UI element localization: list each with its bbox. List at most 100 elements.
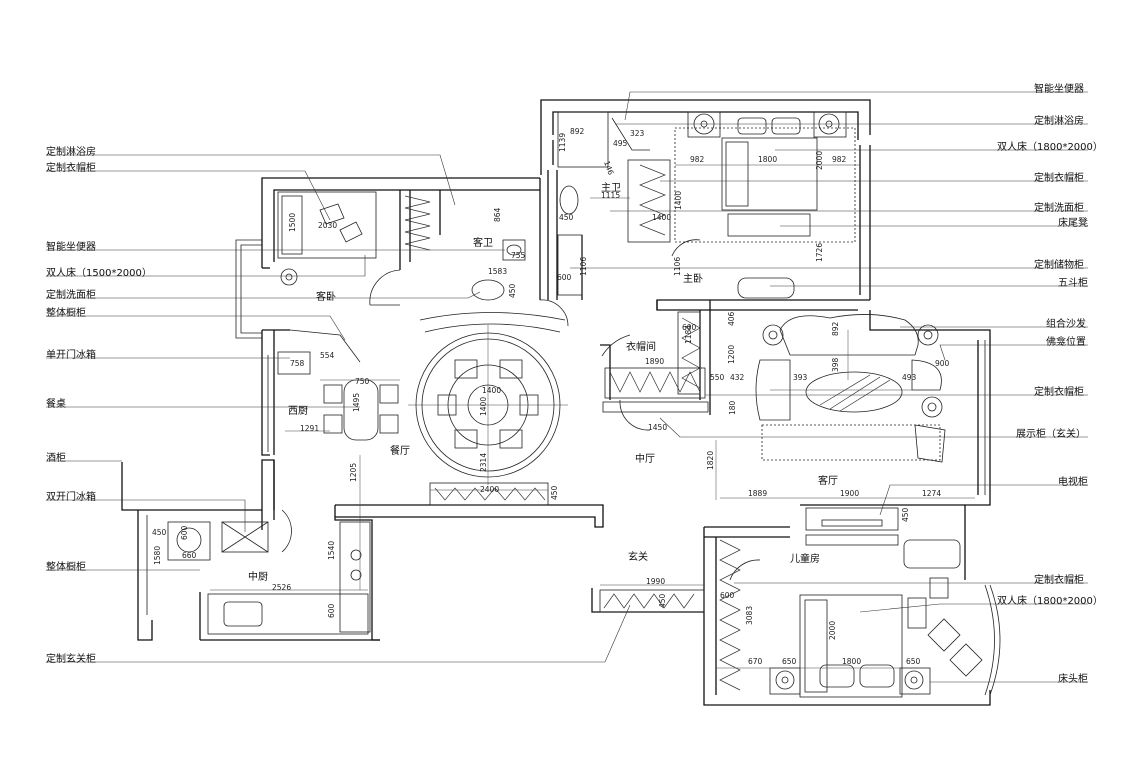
dim-text: 1820 <box>706 451 715 470</box>
dim-text: 600 <box>720 591 735 600</box>
dim-text: 600 <box>327 603 336 618</box>
dim-text: 450 <box>559 213 574 222</box>
label-wardrobe-kids: 定制衣帽柜 <box>1034 573 1084 586</box>
dim-text: 323 <box>630 129 645 138</box>
room-chinese-kitchen: 中厨 <box>248 570 268 583</box>
dim-text: 1400 <box>479 397 488 416</box>
dim-text: 1726 <box>815 243 824 262</box>
dimension-lines <box>210 164 975 669</box>
dim-text: 180 <box>728 400 737 415</box>
label-kitchen-cabinet-2: 整体橱柜 <box>46 560 86 573</box>
dim-text: 1540 <box>327 541 336 560</box>
dim-text: 892 <box>831 321 840 336</box>
dim-text: 600 <box>682 323 697 332</box>
dim-text: 1106 <box>579 257 588 276</box>
left-leaders <box>46 154 631 663</box>
dim-text: 1500 <box>288 213 297 232</box>
label-storage-cabinet: 定制储物柜 <box>1034 258 1084 271</box>
dim-text: 1400 <box>482 386 501 395</box>
dim-text: 600 <box>557 273 572 282</box>
dim-text: 2000 <box>815 151 824 170</box>
doors <box>281 239 761 581</box>
dim-text: 758 <box>290 359 305 368</box>
dim-text: 650 <box>906 657 921 666</box>
dim-text: 1115 <box>601 191 620 200</box>
dim-text: 1139 <box>558 133 567 152</box>
label-double-door-fridge: 双开门冰箱 <box>46 490 96 503</box>
dim-text: 1205 <box>349 463 358 482</box>
room-master-bath: 主卫 <box>601 182 621 194</box>
dim-text: 1200 <box>727 345 736 364</box>
dim-text: 1274 <box>922 489 941 498</box>
dim-text: 1106 <box>673 257 682 276</box>
dim-text: 1900 <box>840 489 859 498</box>
dim-text: 982 <box>832 155 847 164</box>
label-tv-cabinet: 电视柜 <box>1058 475 1088 488</box>
dim-text: 450 <box>550 485 559 500</box>
room-middle-hall: 中厅 <box>635 452 655 465</box>
label-single-door-fridge: 单开门冰箱 <box>46 348 96 361</box>
dim-text: 982 <box>690 155 705 164</box>
label-wardrobe-master: 定制衣帽柜 <box>1034 171 1084 184</box>
dim-text: 1400 <box>674 191 683 210</box>
dim-text: 554 <box>320 351 335 360</box>
dim-text: 3083 <box>745 606 754 625</box>
label-smart-toilet-left: 智能坐便器 <box>46 240 96 253</box>
furniture <box>167 111 983 698</box>
room-guest-bath: 客卫 <box>473 236 493 249</box>
dim-text: 450 <box>508 283 517 298</box>
label-shower-room-left: 定制淋浴房 <box>46 145 96 158</box>
dim-text: 1291 <box>300 424 319 433</box>
label-chest-of-drawers: 五斗柜 <box>1058 276 1088 289</box>
dim-text: 406 <box>727 311 736 326</box>
label-nightstand: 床头柜 <box>1058 672 1088 685</box>
room-western-kitchen: 西厨 <box>288 405 308 417</box>
label-bed-end-bench: 床尾凳 <box>1058 216 1088 229</box>
label-foyer-cabinet: 定制玄关柜 <box>46 652 96 665</box>
dim-text: 432 <box>730 373 745 382</box>
right-labels: 智能坐便器 定制淋浴房 双人床（1800*2000） 定制衣帽柜 定制洗面柜 床… <box>997 82 1103 685</box>
room-guest-bedroom: 客卧 <box>316 290 336 303</box>
dim-text: 864 <box>493 207 502 222</box>
right-leaders <box>570 91 1088 683</box>
room-living: 客厅 <box>818 474 838 487</box>
dimension-texts: 892 323 495 146 1139 982 1800 982 2000 1… <box>152 127 950 666</box>
dim-text: 393 <box>793 373 808 382</box>
dim-text: 750 <box>355 377 370 386</box>
dim-text: 2030 <box>318 221 337 230</box>
dim-text: 2000 <box>828 621 837 640</box>
label-double-bed-1800-master: 双人床（1800*2000） <box>997 140 1103 153</box>
room-names: 客卧 客卫 主卫 主卧 衣帽间 西厨 餐厅 中厅 客厅 中厨 玄关 儿童房 <box>248 182 838 583</box>
dim-text: 398 <box>831 357 840 372</box>
room-kids: 儿童房 <box>790 552 820 565</box>
label-display-cabinet: 展示柜（玄关） <box>1016 427 1086 440</box>
dim-text: 755 <box>511 251 526 260</box>
dim-text: 495 <box>613 139 628 148</box>
label-wash-cabinet-right: 定制洗面柜 <box>1034 201 1084 214</box>
label-sofa-set: 组合沙发 <box>1046 317 1086 330</box>
walls <box>121 99 991 706</box>
label-wine-cabinet: 酒柜 <box>46 451 66 464</box>
dim-text: 493 <box>902 373 917 382</box>
dim-text: 2526 <box>272 583 291 592</box>
dim-text: 600 <box>180 525 189 540</box>
room-master-bedroom: 主卧 <box>683 272 703 285</box>
dim-text: 900 <box>935 359 950 368</box>
label-double-bed-1800-kids: 双人床（1800*2000） <box>997 594 1103 607</box>
label-wardrobe-middle: 定制衣帽柜 <box>1034 385 1084 398</box>
label-dining-table: 餐桌 <box>46 397 66 410</box>
dim-text: 2314 <box>479 453 488 472</box>
room-dining: 餐厅 <box>390 444 410 457</box>
room-walk-in-closet: 衣帽间 <box>626 340 656 353</box>
label-double-bed-1500: 双人床（1500*2000） <box>46 266 152 279</box>
dim-text: 1495 <box>352 393 361 412</box>
dim-text: 2400 <box>480 485 499 494</box>
dim-text: 1583 <box>488 267 507 276</box>
dim-text: 1800 <box>842 657 861 666</box>
dim-text: 660 <box>182 551 197 560</box>
windows <box>146 239 1001 696</box>
dim-text: 1800 <box>758 155 777 164</box>
dim-text: 1889 <box>748 489 767 498</box>
dim-text: 1580 <box>153 546 162 565</box>
